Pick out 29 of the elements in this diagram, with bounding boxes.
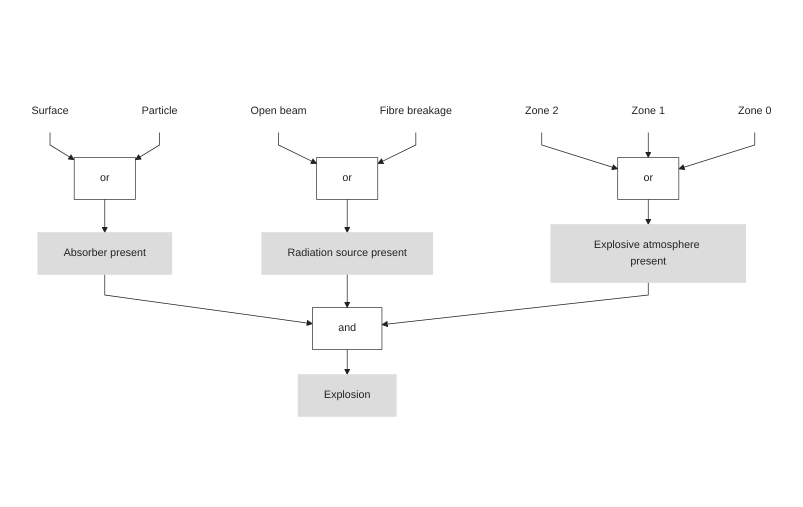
node-box — [37, 232, 172, 275]
arrow — [382, 282, 649, 328]
node-text: Open beam — [250, 104, 307, 118]
arrow — [102, 199, 108, 233]
arrow — [344, 349, 350, 375]
node-box — [74, 157, 136, 200]
node-text: Fibre breakage — [380, 104, 452, 118]
arrow — [50, 132, 74, 160]
node-text: Particle — [142, 104, 178, 118]
node-box — [617, 157, 680, 200]
arrow — [344, 274, 350, 308]
node-box — [550, 224, 746, 283]
arrow — [645, 132, 652, 158]
node-box — [312, 307, 382, 350]
node-text: Zone 1 — [632, 104, 665, 118]
node-text: Surface — [32, 104, 69, 118]
node-text: Zone 2 — [525, 104, 558, 118]
arrow — [135, 132, 160, 160]
arrow — [344, 199, 350, 233]
arrow — [645, 199, 652, 225]
node-box — [316, 157, 378, 200]
arrow — [678, 132, 756, 170]
node-text: Zone 0 — [738, 104, 772, 118]
arrow — [278, 132, 317, 164]
node-box — [261, 232, 434, 275]
arrow — [541, 132, 618, 170]
node-box — [298, 374, 397, 417]
arrow — [104, 274, 313, 326]
arrow — [377, 132, 416, 164]
